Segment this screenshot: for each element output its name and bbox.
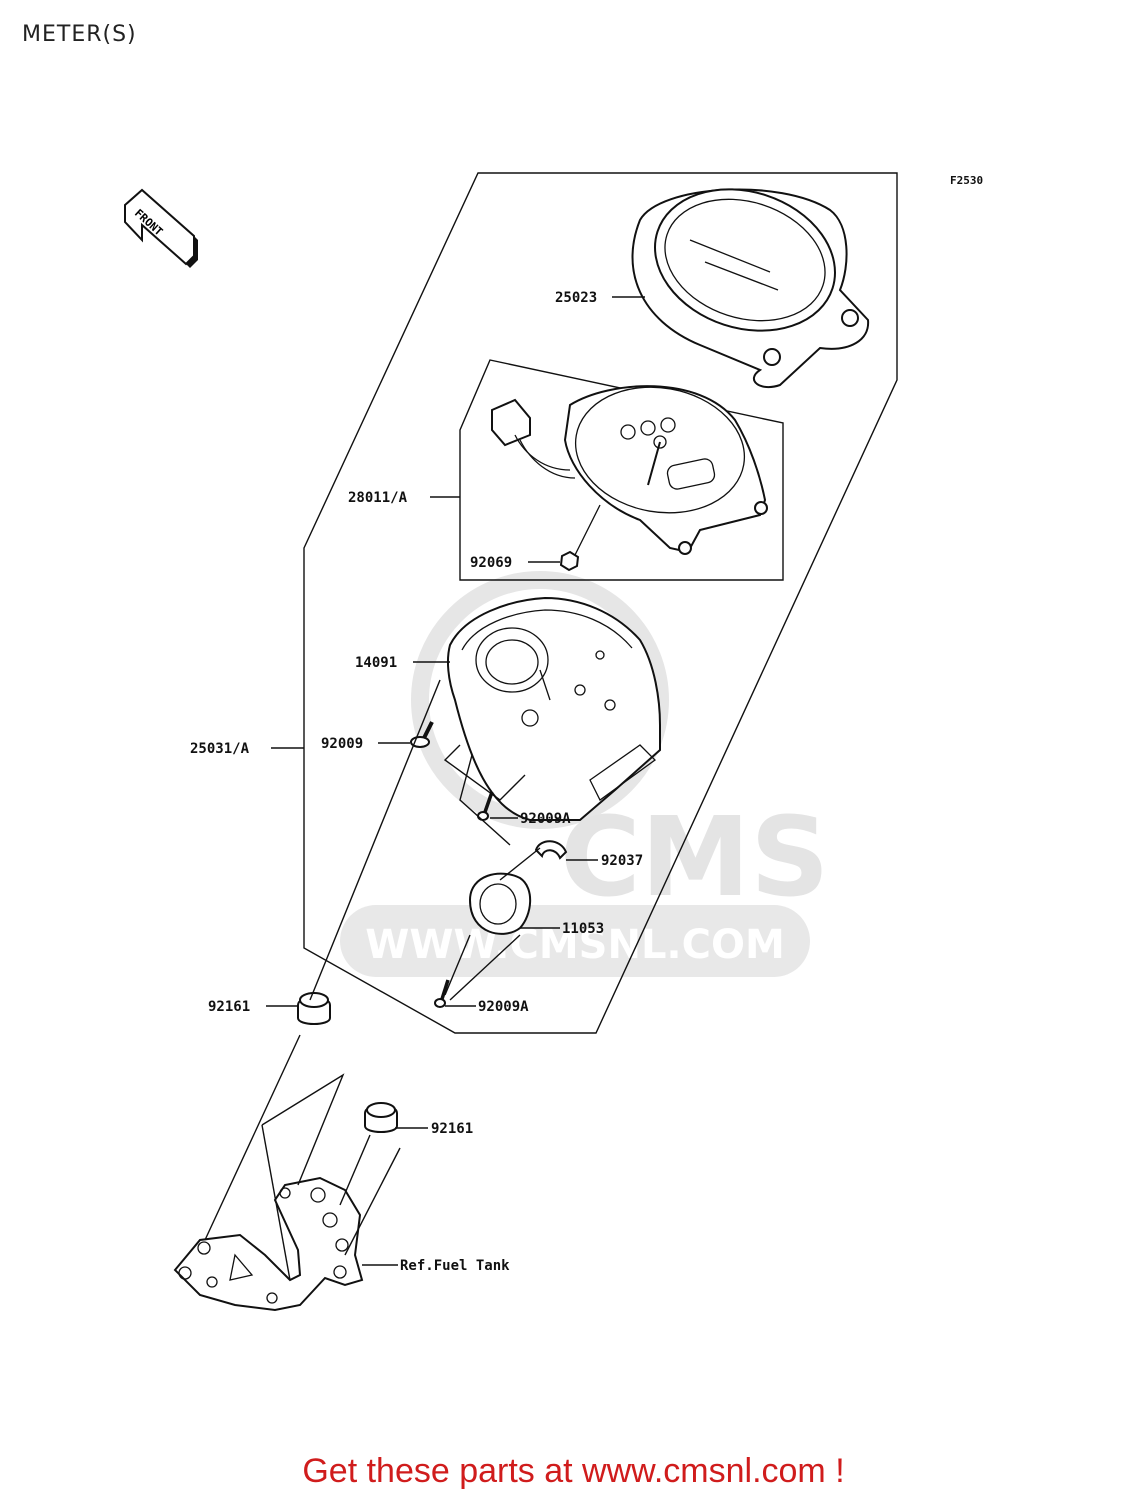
label-25031-a: 25031/A <box>190 741 250 757</box>
label-25023: 25023 <box>555 290 597 306</box>
footer-cta[interactable]: Get these parts at www.cmsnl.com ! <box>302 1452 845 1490</box>
label-92069: 92069 <box>470 555 512 571</box>
label-92037: 92037 <box>601 853 643 869</box>
meter-unit <box>491 385 768 556</box>
label-92009: 92009 <box>321 736 363 752</box>
meter-subassembly-outline <box>459 359 784 581</box>
label-ref-fuel-tank: Ref.Fuel Tank <box>400 1258 510 1274</box>
label-28011-a: 28011/A <box>348 490 408 506</box>
meter-cover <box>631 188 870 389</box>
label-92161-a: 92161 <box>208 999 250 1015</box>
figure-code: F2530 <box>950 174 983 187</box>
screw-92009a-lower <box>434 979 450 1008</box>
guide-lines <box>204 679 541 1281</box>
page-title: METER(S) <box>22 22 137 47</box>
grommet-92161-a <box>297 992 331 1025</box>
front-arrow-icon: FRONT <box>124 188 198 268</box>
clamp-92037 <box>534 840 568 860</box>
callout-leaders <box>266 296 645 1266</box>
watermark-site: WWW.CMSNL.COM <box>365 922 785 968</box>
label-92009a-lower: 92009A <box>478 999 529 1015</box>
nut-92069 <box>559 550 580 572</box>
watermark: CMS WWW.CMSNL.COM <box>340 571 829 977</box>
bracket-11053 <box>468 872 532 935</box>
label-92009a-upper: 92009A <box>520 811 571 827</box>
label-14091: 14091 <box>355 655 397 671</box>
grommet-92161-b <box>364 1102 398 1133</box>
label-11053: 11053 <box>562 921 604 937</box>
fuel-tank-bracket <box>173 1176 364 1312</box>
label-92161-b: 92161 <box>431 1121 473 1137</box>
part-labels: 25023 28011/A 92069 14091 25031/A 92009 … <box>190 290 643 1274</box>
watermark-brand: CMS <box>560 793 829 921</box>
meter-case <box>446 596 661 821</box>
assembly-outline <box>303 172 898 1034</box>
